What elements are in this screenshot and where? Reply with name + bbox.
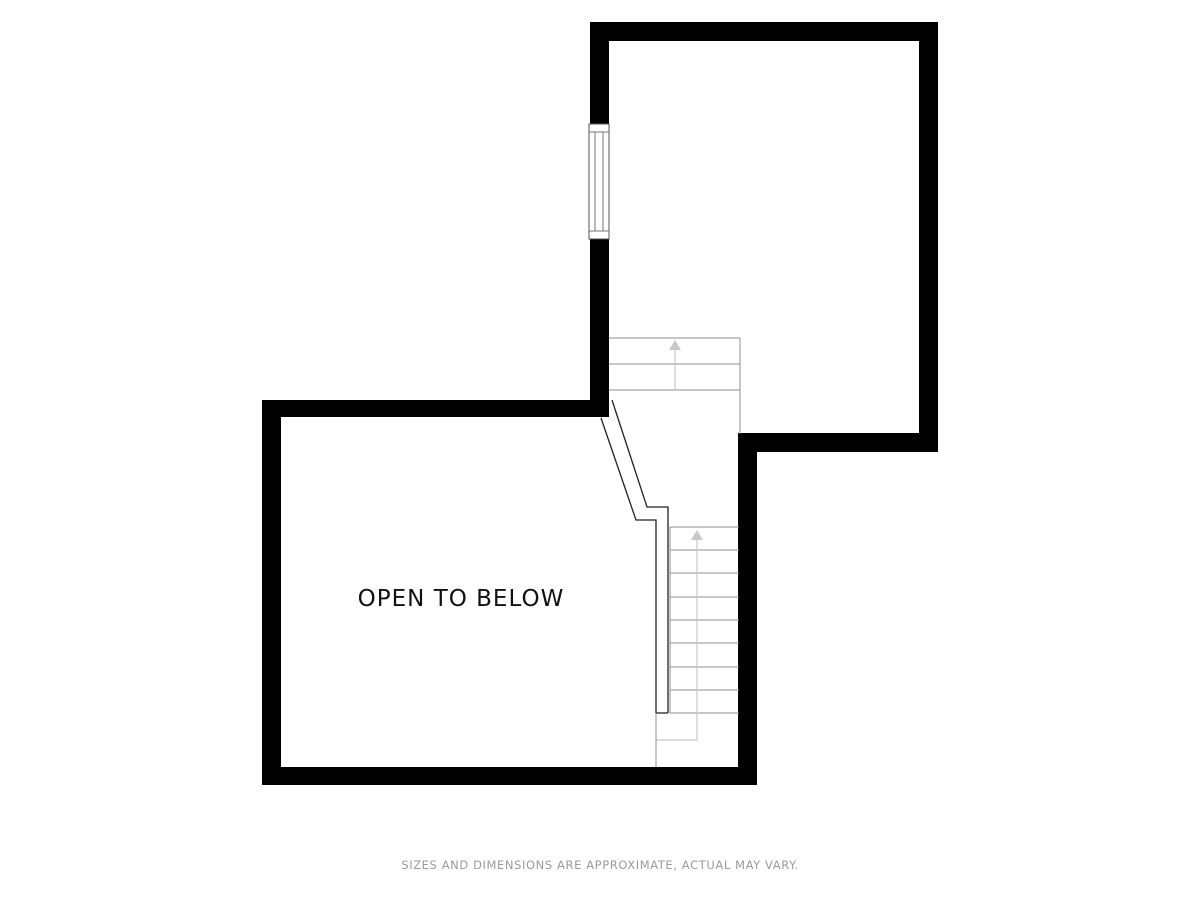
stair-railing — [600, 399, 669, 714]
disclaimer-text: SIZES AND DIMENSIONS ARE APPROXIMATE, AC… — [401, 858, 799, 872]
walls — [262, 22, 938, 785]
window — [588, 123, 610, 240]
upper-stair-run — [609, 337, 741, 434]
lower-stair-run — [669, 526, 739, 714]
lower-stair-arrow — [656, 530, 703, 741]
room-label-open-to-below: OPEN TO BELOW — [357, 586, 565, 612]
upper-stair-arrow — [669, 340, 681, 390]
